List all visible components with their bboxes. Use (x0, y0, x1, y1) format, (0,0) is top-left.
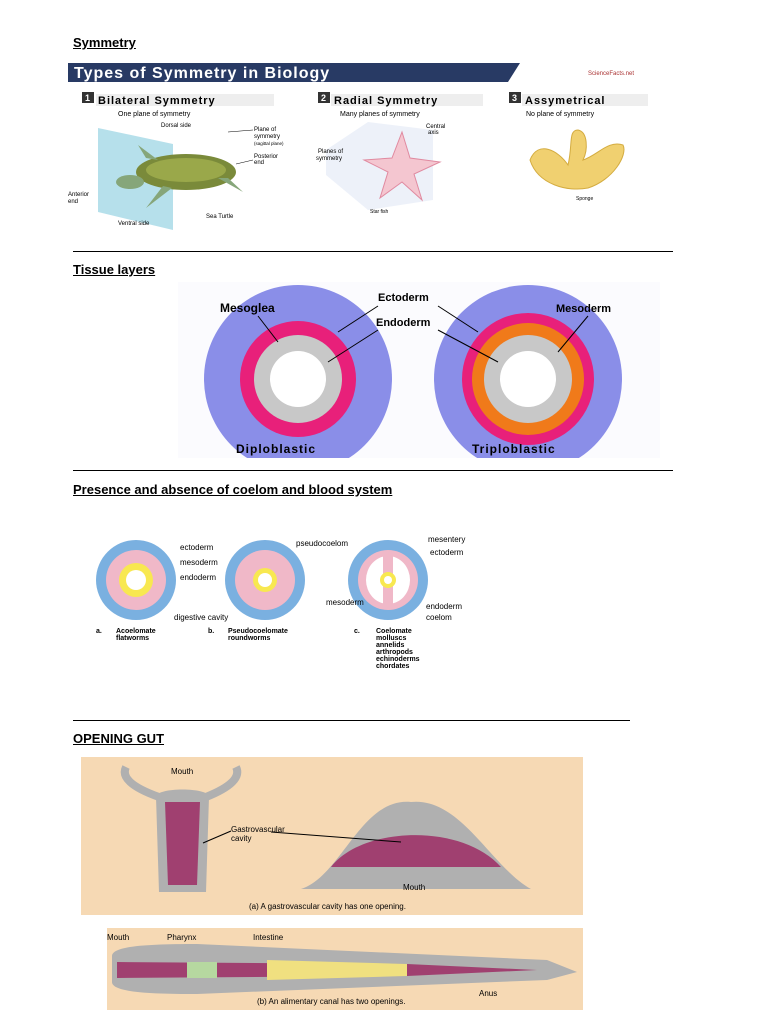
svg-text:ectoderm: ectoderm (430, 548, 464, 557)
type-title-3: Assymetrical (525, 95, 606, 107)
svg-text:ectoderm: ectoderm (180, 543, 214, 552)
svg-text:endoderm: endoderm (426, 602, 462, 611)
svg-text:end: end (254, 160, 264, 166)
svg-text:axis: axis (428, 130, 439, 136)
svg-text:pseudocoelom: pseudocoelom (296, 539, 348, 548)
svg-text:Sea Turtle: Sea Turtle (206, 214, 234, 220)
banner-bg (68, 63, 520, 82)
svg-text:roundworms: roundworms (228, 635, 270, 642)
svg-text:Central: Central (426, 124, 445, 130)
turtle-head (116, 175, 144, 189)
svg-text:cavity: cavity (231, 834, 251, 843)
label-triplo: Triploblastic (472, 442, 556, 456)
svg-text:endoderm: endoderm (180, 573, 216, 582)
svg-text:Posterior: Posterior (254, 154, 278, 160)
svg-text:a.: a. (96, 628, 102, 635)
label-diplo: Diploblastic (236, 442, 316, 456)
svg-text:symmetry: symmetry (316, 156, 342, 162)
svg-text:Plane of: Plane of (254, 127, 276, 133)
num-1: 1 (85, 93, 90, 103)
type-title-2: Radial Symmetry (334, 95, 438, 107)
logo-text: ScienceFacts.net (588, 71, 634, 77)
divider (73, 251, 673, 252)
label-endoderm: Endoderm (376, 317, 431, 329)
svg-text:molluscs: molluscs (376, 635, 406, 642)
type-sub-1: One plane of symmetry (118, 111, 191, 118)
svg-text:Intestine: Intestine (253, 933, 284, 942)
svg-text:Acoelomate: Acoelomate (116, 628, 156, 635)
svg-text:(a) A gastrovascular cavity ha: (a) A gastrovascular cavity has one open… (249, 902, 406, 911)
num-2: 2 (321, 93, 326, 103)
svg-text:coelom: coelom (426, 613, 452, 622)
coelom-figure: ectoderm mesoderm endoderm digestive cav… (96, 535, 465, 670)
svg-text:Mouth: Mouth (171, 767, 193, 776)
svg-text:Gastrovascular: Gastrovascular (231, 825, 285, 834)
label-mesoglea: Mesoglea (220, 301, 275, 315)
label-mesoderm: Mesoderm (556, 303, 611, 315)
heading-gut: OPENING GUT (73, 731, 165, 746)
svg-text:b.: b. (208, 628, 214, 635)
svg-text:(sagittal plane): (sagittal plane) (254, 141, 284, 146)
svg-text:Pharynx: Pharynx (167, 933, 196, 942)
svg-text:digestive cavity: digestive cavity (174, 613, 228, 622)
svg-text:annelids: annelids (376, 642, 405, 649)
svg-text:arthropods: arthropods (376, 649, 413, 656)
svg-text:Sponge: Sponge (576, 196, 593, 202)
sponge (529, 129, 625, 190)
heading-coelom: Presence and absence of coelom and blood… (73, 482, 393, 497)
svg-text:Mouth: Mouth (403, 883, 425, 892)
num-3: 3 (512, 93, 517, 103)
polyp-cavity (165, 802, 200, 885)
svg-text:chordates: chordates (376, 663, 410, 670)
gut-figure-a: Mouth Gastrovascular cavity Mouth (a) A … (81, 757, 583, 915)
svg-text:Anus: Anus (479, 989, 497, 998)
label-dorsal: Dorsal side (161, 123, 192, 129)
svg-text:Star fish: Star fish (370, 209, 389, 215)
num-badge (82, 92, 94, 103)
banner-title: Types of Symmetry in Biology (74, 65, 330, 82)
svg-text:(b) An alimentary canal has tw: (b) An alimentary canal has two openings… (257, 997, 406, 1006)
svg-text:Planes of: Planes of (318, 149, 343, 155)
medusa-cavity (331, 835, 501, 867)
svg-text:symmetry: symmetry (254, 134, 280, 140)
svg-text:echinoderms: echinoderms (376, 656, 420, 663)
svg-text:mesoderm: mesoderm (326, 598, 364, 607)
symmetry-figure: Types of Symmetry in Biology ScienceFact… (68, 60, 673, 232)
svg-text:end: end (68, 199, 78, 205)
svg-text:flatworms: flatworms (116, 635, 149, 642)
svg-text:Coelomate: Coelomate (376, 628, 412, 635)
divider (73, 470, 673, 471)
gut-figure-b: Mouth Pharynx Intestine Anus (b) An alim… (107, 928, 583, 1010)
type-title-1: Bilateral Symmetry (98, 95, 216, 107)
label-ectoderm: Ectoderm (378, 292, 429, 304)
svg-text:c.: c. (354, 628, 360, 635)
type-sub-3: No plane of symmetry (526, 111, 595, 118)
svg-text:mesoderm: mesoderm (180, 558, 218, 567)
type-sub-2: Many planes of symmetry (340, 111, 420, 118)
svg-text:Pseudocoelomate: Pseudocoelomate (228, 628, 288, 635)
heading-symmetry: Symmetry (73, 35, 136, 50)
tissue-figure: Mesoglea Ectoderm Endoderm Mesoderm Dipl… (178, 282, 660, 458)
svg-text:Anterior: Anterior (68, 192, 89, 198)
svg-text:mesentery: mesentery (428, 535, 465, 544)
svg-text:Ventral side: Ventral side (118, 221, 150, 227)
divider (73, 720, 630, 721)
svg-text:Mouth: Mouth (107, 933, 129, 942)
heading-tissue: Tissue layers (73, 262, 156, 277)
starfish (362, 130, 442, 202)
